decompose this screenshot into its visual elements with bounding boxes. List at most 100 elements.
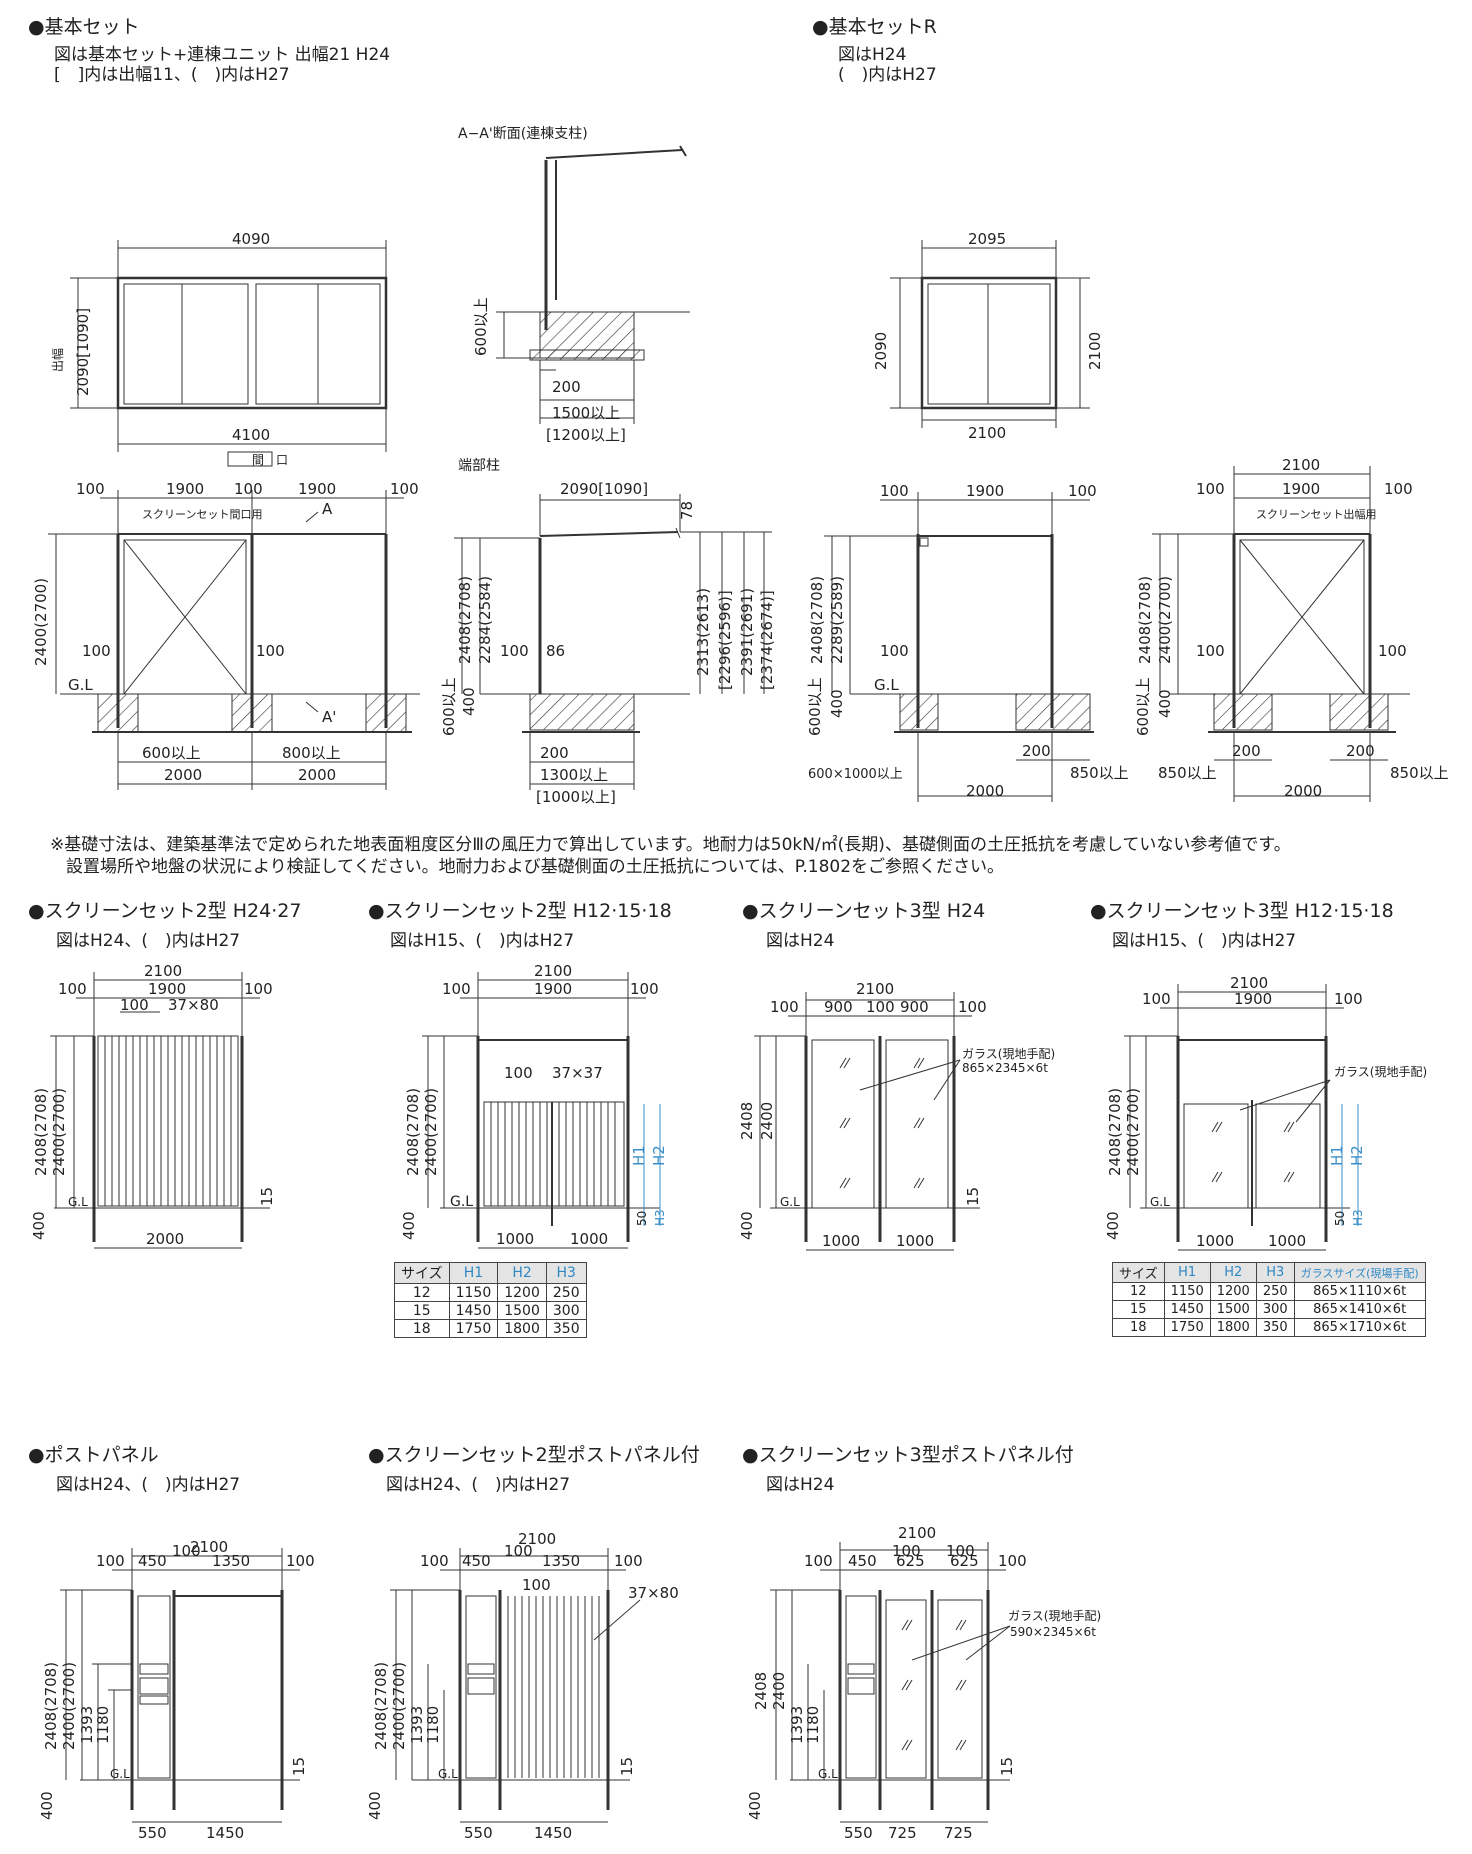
dim-text: 2408(2708) bbox=[1106, 1088, 1124, 1176]
dim-text: 600以上 bbox=[472, 297, 490, 356]
basic-set-note2: [ ]内は出幅11、( )内はH27 bbox=[54, 65, 290, 85]
gl-label: G.L bbox=[68, 1195, 88, 1209]
screen2a-note: 図はH24、( )内はH27 bbox=[56, 931, 241, 951]
dim-text: 400 bbox=[30, 1211, 48, 1240]
dim-text: 2000 bbox=[164, 766, 202, 784]
glass-label: ガラス(現地手配) bbox=[1008, 1609, 1101, 1623]
dim-text: 2400 bbox=[770, 1672, 788, 1710]
basic-set-r-side-elevation bbox=[1152, 466, 1410, 802]
dim-text: 2090[1090] bbox=[74, 308, 92, 396]
dim-text: 2284(2584) bbox=[476, 576, 494, 664]
dim-text: 2100 bbox=[534, 962, 572, 980]
dim-text: 37×80 bbox=[168, 996, 219, 1014]
dim-text: 1393 bbox=[788, 1706, 806, 1744]
basic-set-r-plan bbox=[890, 240, 1090, 428]
dimension-labels: 4090 4100 間 口 2090[1090] 出幅 A−A'断面(連棟支柱)… bbox=[30, 126, 1449, 1842]
screen2a-title: ●スクリーンセット2型 H24·27 bbox=[28, 900, 302, 922]
table-header-cell: サイズ bbox=[1112, 1262, 1165, 1283]
frontage-label: 間 口 bbox=[252, 453, 288, 467]
dim-text: 100 bbox=[1142, 990, 1171, 1008]
dim-text: 900 bbox=[824, 998, 853, 1016]
dim-text: 15 bbox=[998, 1757, 1016, 1776]
basic-set-plan bbox=[70, 240, 388, 467]
dim-text: 200 bbox=[1232, 742, 1261, 760]
table-header-cell: H3 bbox=[1255, 1262, 1295, 1283]
dim-text: 2408(2708) bbox=[32, 1088, 50, 1176]
dim-text: 100 bbox=[96, 1552, 125, 1570]
dim-text: 1450 bbox=[534, 1824, 572, 1842]
basic-set-note1: 図は基本セット+連棟ユニット 出幅21 H24 bbox=[54, 45, 391, 65]
dim-text: 1000 bbox=[822, 1232, 860, 1250]
dim-text: 37×37 bbox=[552, 1064, 603, 1082]
table-cell: 12 bbox=[394, 1283, 450, 1302]
depth-label: 出幅 bbox=[50, 348, 65, 372]
section-aa-label: A−A'断面(連棟支柱) bbox=[458, 126, 588, 142]
dim-text: 2289(2589) bbox=[828, 576, 846, 664]
dim-text: 2400(2700) bbox=[1124, 1088, 1142, 1176]
table-cell: 1150 bbox=[448, 1283, 499, 1302]
dim-text: 100 bbox=[504, 1064, 533, 1082]
dim-text: 2408(2708) bbox=[42, 1662, 60, 1750]
dim-text: 100 bbox=[256, 642, 285, 660]
dim-text: 100 bbox=[770, 998, 799, 1016]
dim-text: 1500以上 bbox=[552, 404, 620, 422]
screen2b-note: 図はH15、( )内はH27 bbox=[390, 931, 575, 951]
basic-set-r-elevation bbox=[824, 492, 1094, 802]
table-cell: 350 bbox=[1255, 1318, 1295, 1337]
glass-label: ガラス(現地手配) bbox=[962, 1047, 1055, 1061]
dim-text: 1900 bbox=[534, 980, 572, 998]
dim-text: 1450 bbox=[206, 1824, 244, 1842]
dim-text: 2100 bbox=[1282, 456, 1320, 474]
dim-text: 2090[1090] bbox=[560, 480, 648, 498]
dim-text: 1000 bbox=[570, 1230, 608, 1248]
dim-h2: H2 bbox=[1348, 1145, 1366, 1166]
dim-text: 550 bbox=[138, 1824, 167, 1842]
dim-text: 900 bbox=[900, 998, 929, 1016]
screen3b-note: 図はH15、( )内はH27 bbox=[1112, 931, 1297, 951]
dim-text: 100 bbox=[504, 1542, 533, 1560]
table-cell: 1750 bbox=[1163, 1318, 1211, 1337]
dim-text: 400 bbox=[1156, 689, 1174, 718]
dim-text: 400 bbox=[828, 689, 846, 718]
dim-text: 1900 bbox=[298, 480, 336, 498]
dim-text: 86 bbox=[546, 642, 565, 660]
dim-text: 2100 bbox=[1230, 974, 1268, 992]
dim-text: 50 bbox=[1333, 1211, 1347, 1226]
screen-front-label: スクリーンセット間口用 bbox=[142, 508, 262, 521]
dim-h3: H3 bbox=[1351, 1209, 1365, 1226]
basic-set-elevation bbox=[48, 490, 420, 790]
post-panel-drawing bbox=[60, 1548, 300, 1823]
dim-text: 2100 bbox=[968, 424, 1006, 442]
dim-text: 15 bbox=[258, 1187, 276, 1206]
dim-text: 400 bbox=[1104, 1211, 1122, 1240]
dim-text: 2408(2708) bbox=[456, 576, 474, 664]
dim-text: 1000 bbox=[896, 1232, 934, 1250]
table-header-row: サイズ H1 H2 H3 bbox=[394, 1262, 587, 1284]
dim-text: 100 bbox=[286, 1552, 315, 1570]
dim-text: 2400(2700) bbox=[1156, 576, 1174, 664]
dim-text: 2000 bbox=[966, 782, 1004, 800]
foundation-note-1: ※基礎寸法は、建築基準法で定められた地表面粗度区分Ⅲの風圧力で算出しています。地… bbox=[50, 835, 1291, 855]
table-cell: 1450 bbox=[1163, 1300, 1211, 1319]
dim-text: 2400(2700) bbox=[422, 1088, 440, 1176]
dim-text: 100 bbox=[630, 980, 659, 998]
dim-text: 1393 bbox=[408, 1706, 426, 1744]
end-post-elevation bbox=[454, 494, 772, 790]
dim-text: 2408 bbox=[738, 1102, 756, 1140]
dim-text: 2400(2700) bbox=[390, 1662, 408, 1750]
dim-text: 1393 bbox=[78, 1706, 96, 1744]
dim-text: 400 bbox=[460, 687, 478, 716]
table-header-cell: H2 bbox=[497, 1262, 547, 1284]
dim-text: [2296(2596)] bbox=[716, 590, 734, 690]
dim-text: 100 bbox=[1068, 482, 1097, 500]
dim-text: 100 bbox=[880, 482, 909, 500]
dim-text: 1900 bbox=[1234, 990, 1272, 1008]
screen3-post-note: 図はH24 bbox=[766, 1475, 835, 1495]
section-aa bbox=[496, 145, 690, 424]
gl-label: G.L bbox=[438, 1767, 458, 1781]
